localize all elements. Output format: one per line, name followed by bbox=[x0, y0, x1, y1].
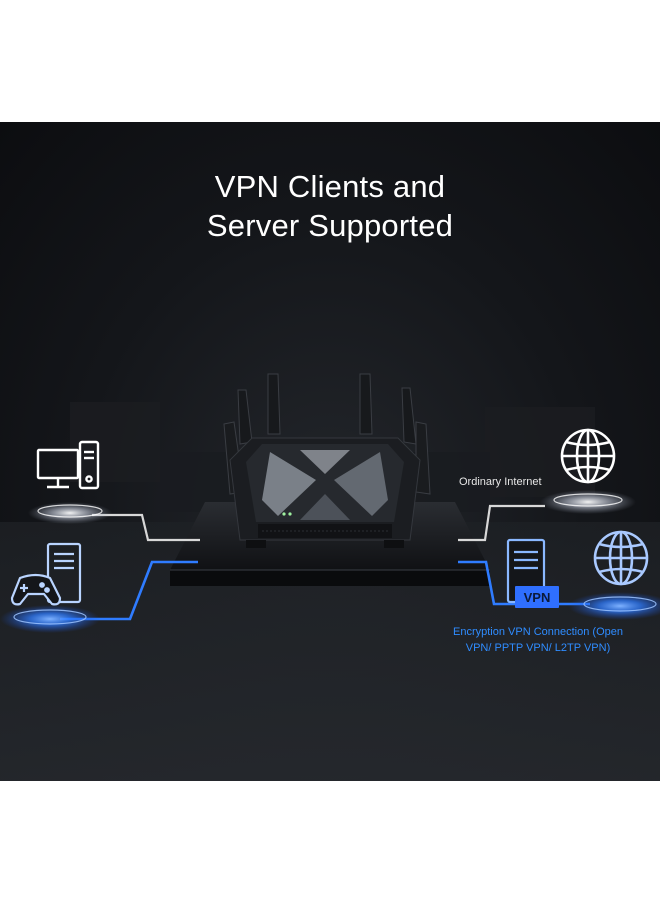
globe-pad-ring bbox=[553, 493, 623, 507]
encryption-label-line-2: VPN/ PPTP VPN/ L2TP VPN) bbox=[465, 642, 611, 654]
encryption-label-line-1: Encryption VPN Connection (Open bbox=[453, 626, 623, 638]
vpn-badge-label: VPN bbox=[524, 590, 551, 605]
vpn-globe-glow-pad bbox=[568, 592, 660, 620]
ordinary-internet-label: Ordinary Internet bbox=[459, 476, 542, 488]
vpn-globe-pad-ring bbox=[583, 596, 657, 612]
game-console-icon bbox=[10, 542, 82, 606]
title-line-1: VPN Clients and bbox=[214, 169, 446, 204]
title-line-2: Server Supported bbox=[206, 208, 454, 243]
globe-icon bbox=[560, 428, 616, 484]
encryption-vpn-label: Encryption VPN Connection (Open VPN/ PPT… bbox=[440, 624, 636, 656]
desktop-pad-ring bbox=[37, 504, 103, 518]
vpn-server-icon bbox=[506, 538, 559, 608]
ordinary-line-globe bbox=[458, 504, 545, 542]
hero-panel: VPN V bbox=[0, 122, 660, 781]
router-stage-front bbox=[170, 570, 490, 586]
network-scene: VPN bbox=[0, 373, 660, 781]
desktop-computer-icon bbox=[36, 440, 100, 490]
ordinary-line-desktop bbox=[92, 513, 200, 542]
page-title: VPN Clients and Server Supported bbox=[0, 167, 660, 245]
router-icon bbox=[223, 373, 431, 548]
vpn-globe-icon bbox=[593, 530, 649, 586]
console-pad-ring bbox=[13, 609, 87, 625]
desktop-glow-pad bbox=[28, 502, 112, 524]
